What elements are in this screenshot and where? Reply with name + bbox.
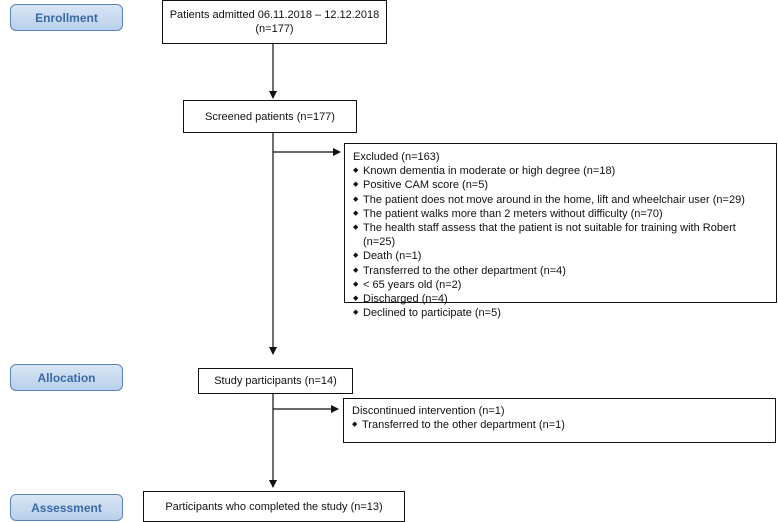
excluded-item: The patient does not move around in the … [353, 193, 768, 207]
excluded-item: Discharged (n=4) [353, 292, 768, 306]
excluded-list: Known dementia in moderate or high degre… [353, 164, 768, 320]
discontinued-box: Discontinued intervention (n=1) Transfer… [343, 398, 776, 443]
excluded-box: Excluded (n=163) Known dementia in moder… [344, 143, 777, 321]
screened-label: Screened patients (n=177) [205, 110, 335, 123]
discontinued-title: Discontinued intervention (n=1) [352, 405, 505, 417]
excluded-item: The health staff assess that the patient… [353, 221, 768, 249]
excluded-item: Positive CAM score (n=5) [353, 178, 768, 192]
participants-box: Study participants (n=14) [198, 368, 353, 394]
admitted-line2: (n=177) [255, 23, 294, 35]
excluded-item: Declined to participate (n=5) [353, 306, 768, 320]
excluded-item: < 65 years old (n=2) [353, 278, 768, 292]
phase-assessment: Assessment [10, 494, 123, 521]
discontinued-item: Transferred to the other department (n=1… [352, 418, 767, 432]
discontinued-list: Transferred to the other department (n=1… [352, 418, 767, 432]
participants-label: Study participants (n=14) [214, 375, 337, 387]
admitted-box: Patients admitted 06.11.2018 – 12.12.201… [162, 0, 387, 44]
excluded-item: Death (n=1) [353, 249, 768, 263]
excluded-title: Excluded (n=163) [353, 151, 440, 163]
admitted-line1: Patients admitted 06.11.2018 – 12.12.201… [169, 9, 380, 21]
excluded-item: Transferred to the other department (n=4… [353, 264, 768, 278]
phase-allocation: Allocation [10, 364, 123, 391]
completed-box: Participants who completed the study (n=… [143, 491, 405, 522]
phase-enrollment: Enrollment [10, 4, 123, 31]
completed-label: Participants who completed the study (n=… [165, 500, 383, 513]
screened-box: Screened patients (n=177) [183, 100, 357, 133]
excluded-item: Known dementia in moderate or high degre… [353, 164, 768, 178]
excluded-item: The patient walks more than 2 meters wit… [353, 207, 768, 221]
